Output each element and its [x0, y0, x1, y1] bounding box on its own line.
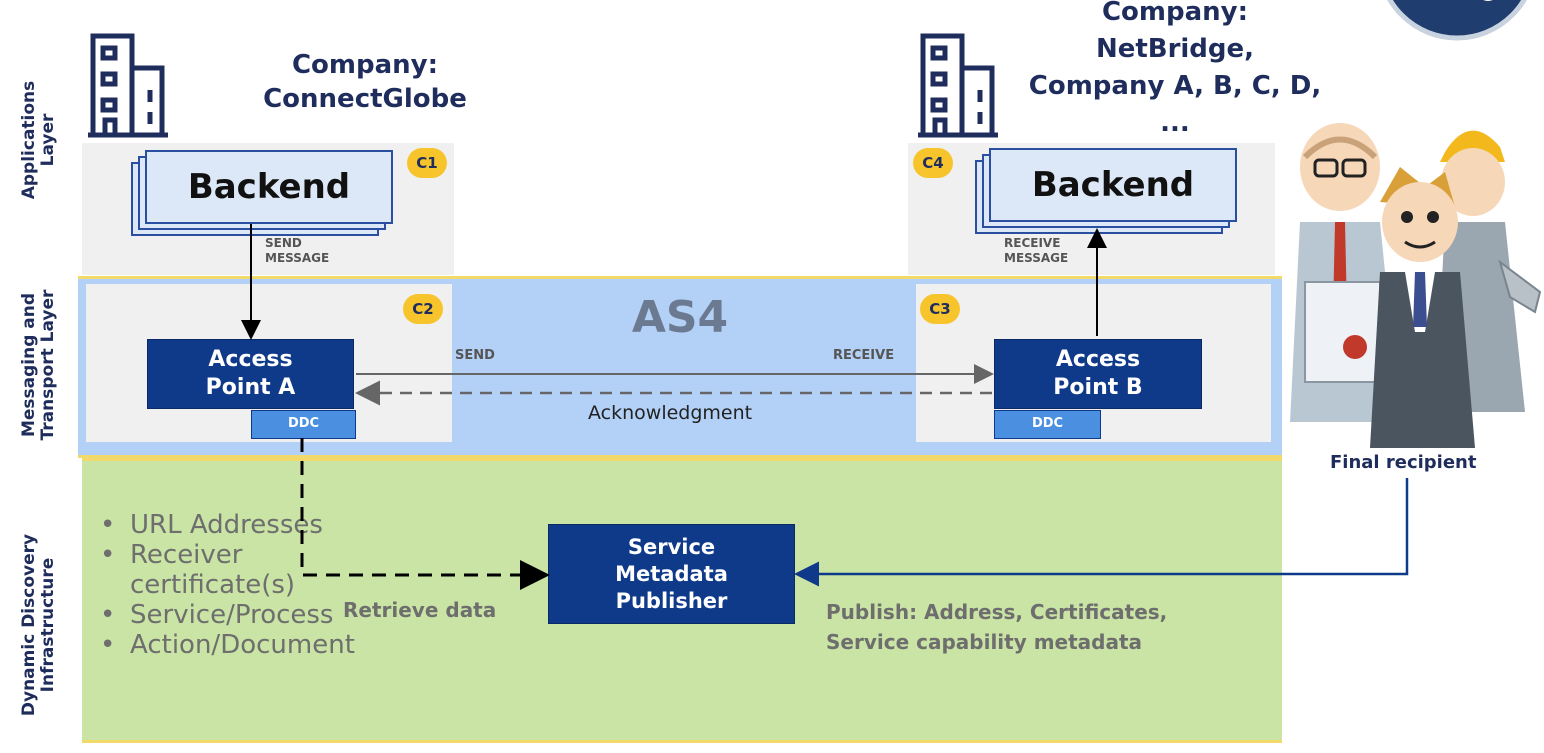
publish-label: Publish: Address, Certificates,Service c… [826, 600, 1168, 654]
receive-label: RECEIVE [833, 348, 895, 363]
bullet-service: Service/Process [100, 600, 430, 630]
backend-right-label: Backend [1031, 165, 1195, 205]
ddc-b[interactable]: DDC [994, 410, 1101, 439]
backend-left[interactable]: Backend [145, 150, 393, 224]
sender-company-label: Company:ConnectGlobe [263, 50, 467, 114]
bullet-url: URL Addresses [100, 510, 430, 540]
as4-title: AS4 [631, 292, 729, 343]
receiver-company-label: Company:NetBridge,Company A, B, C, D, ..… [1028, 0, 1322, 138]
badge-c4: C4 [913, 148, 953, 178]
discovery-layer-bottom-line [82, 740, 1282, 743]
badge-c1: C1 [407, 148, 447, 178]
final-recipient-label: Final recipient [1330, 452, 1477, 473]
backend-left-label: Backend [187, 167, 351, 207]
backend-right[interactable]: Backend [989, 148, 1237, 222]
bullet-action: Action/Document [100, 630, 430, 660]
bullet-receiver-cont: certificate(s) [130, 570, 296, 600]
final-recipient-illustration [1290, 123, 1542, 448]
building-icon-left [88, 33, 168, 138]
bullet-receiver: Receiver [100, 540, 430, 570]
badge-c3: C3 [920, 294, 960, 324]
send-label: SEND [455, 348, 495, 363]
discovery-bullets: URL Addresses Receiver certificate(s) Se… [100, 510, 430, 660]
seal-icon [1387, 0, 1527, 41]
badge-c2: C2 [403, 294, 443, 324]
retrieve-data-label: Retrieve data [343, 598, 497, 622]
acknowledgment-label: Acknowledgment [588, 402, 753, 424]
building-icon-right [918, 33, 998, 138]
